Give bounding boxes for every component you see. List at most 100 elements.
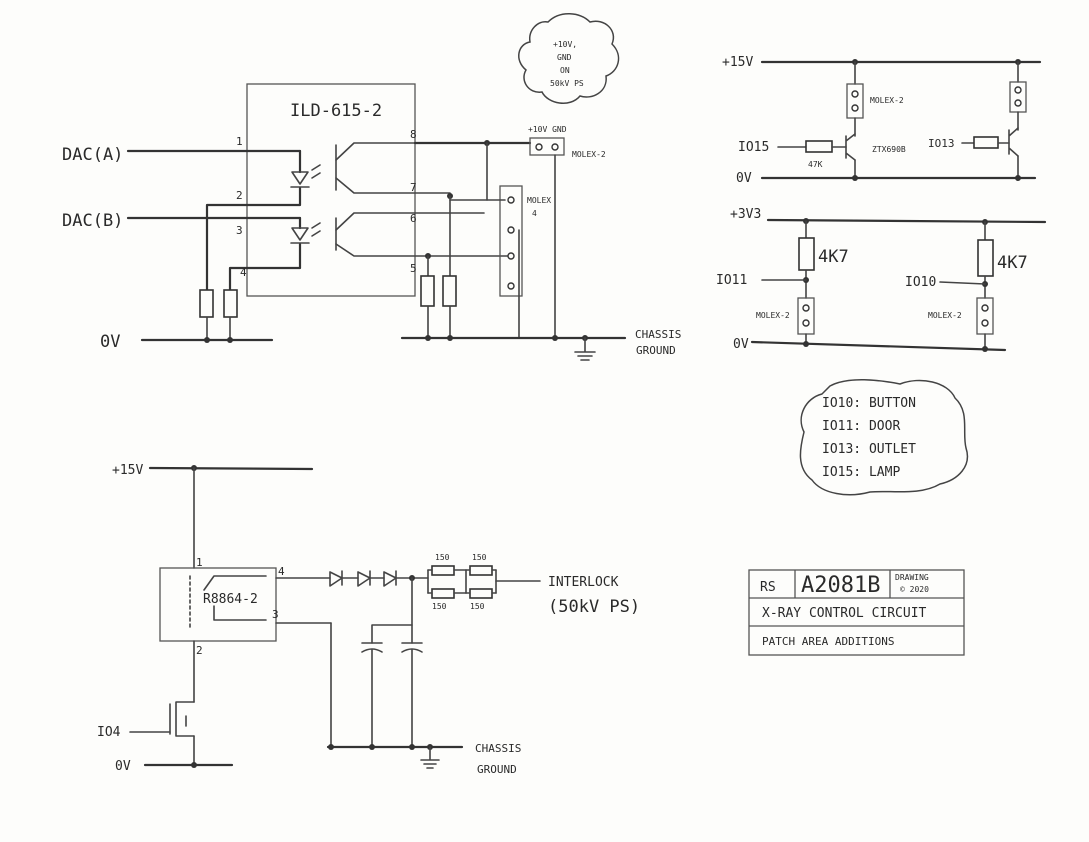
chassis-bottom-label-2: GROUND	[477, 763, 517, 776]
io4-mosfet	[175, 701, 195, 737]
v33-rail	[766, 218, 1047, 224]
phototransistor-b	[335, 212, 511, 257]
v15-rail-bottom	[148, 466, 314, 471]
dac-a-label: DAC(A)	[62, 145, 123, 165]
interlock-section: +15V 1 2 4 3 R8864-2 IO4 0V	[97, 463, 640, 776]
title-block: RS A2081B DRAWING © 2020 X-RAY CONTROL C…	[748, 569, 965, 656]
lamp-molex-2-connector	[846, 83, 864, 119]
interlock-label-2: (50kV PS)	[548, 597, 640, 617]
outlet-base-resistor	[973, 136, 999, 149]
ground-symbol-bottom	[420, 746, 440, 769]
title-initials: RS	[760, 580, 776, 595]
led-a-diode	[291, 171, 309, 185]
molex-2-label: MOLEX-2	[572, 150, 606, 159]
pin-7-label: 7	[410, 181, 417, 194]
power-connector-label: +10V GND	[528, 125, 567, 134]
pin-5-label: 5	[410, 262, 417, 275]
led-b-return-wire	[228, 216, 302, 292]
title-main: X-RAY CONTROL CIRCUIT	[762, 606, 927, 621]
button-molex-2-connector	[976, 297, 994, 335]
r-4k7-left-label: 4K7	[818, 247, 849, 267]
chassis-label-1: CHASSIS	[635, 328, 681, 341]
legend-io15: IO15: LAMP	[822, 465, 900, 480]
capacitor-2	[401, 642, 423, 653]
note-line-4: 50kV PS	[550, 79, 584, 88]
r150-label-1: 150	[435, 553, 450, 562]
pin-3-label: 3	[236, 224, 243, 237]
pin-1-label: 1	[236, 135, 243, 148]
io-legend: IO10: BUTTON IO11: DOOR IO13: OUTLET IO1…	[799, 378, 969, 496]
title-drawing-number: A2081B	[801, 573, 880, 598]
resistor-150-4	[469, 588, 493, 599]
pin-4-label: 4	[240, 266, 247, 279]
molex-4-label-a: MOLEX	[527, 196, 551, 205]
relay-r8864-2	[159, 567, 277, 642]
ov-label-top-left: 0V	[100, 332, 120, 352]
v15-label-right: +15V	[722, 55, 753, 70]
chassis-label-2: GROUND	[636, 344, 676, 357]
relay-pin-4: 4	[278, 565, 285, 578]
led-a-return-wire	[205, 149, 302, 292]
note-line-1: +10V,	[553, 40, 577, 49]
capacitor-1	[361, 642, 383, 653]
resistor-150-2	[469, 565, 493, 576]
power-molex-2-connector	[529, 137, 565, 156]
pullup-section: +3V3 0V 4K7 IO11 MOLEX-2 4K7 IO10 MOLEX-…	[716, 207, 1047, 352]
title-year: © 2020	[900, 585, 929, 594]
molex-left-label: MOLEX-2	[756, 311, 790, 320]
interlock-label-1: INTERLOCK	[548, 575, 619, 590]
door-molex-2-connector	[797, 297, 815, 335]
molex-right-label: MOLEX-2	[928, 311, 962, 320]
ov-label-right-b: 0V	[733, 337, 749, 352]
v33-label: +3V3	[730, 207, 761, 222]
io15-label: IO15	[738, 140, 769, 155]
cloud-outline	[518, 13, 620, 104]
legend-cloud-outline	[799, 378, 969, 496]
resistor-150-1	[431, 565, 455, 576]
led-a-emission-arrows	[311, 164, 321, 179]
driver-section: +15V 0V MOLEX-2 ZTX690B IO15 47K IO13	[722, 55, 1042, 186]
diode-2	[357, 570, 371, 587]
ov-label-bottom: 0V	[115, 759, 131, 774]
ild-615-2-chip-outline	[246, 83, 416, 297]
ground-symbol-top	[574, 337, 596, 361]
molex-label-right: MOLEX-2	[870, 96, 904, 105]
chassis-bottom-label-1: CHASSIS	[475, 742, 521, 755]
note-cloud: +10V, GND ON 50kV PS	[518, 13, 620, 104]
dac-b-label: DAC(B)	[62, 211, 123, 231]
pullup-resistor-left	[798, 237, 815, 271]
molex-4-label-b: 4	[532, 209, 537, 218]
r-4k7-right-label: 4K7	[997, 253, 1028, 273]
input-resistor-b	[223, 289, 238, 318]
title-drawing-word: DRAWING	[895, 573, 929, 582]
ov-label-right-a: 0V	[736, 171, 752, 186]
r150-label-4: 150	[470, 602, 485, 611]
phototransistor-a	[335, 142, 451, 194]
relay-pin-2: 2	[196, 644, 203, 657]
emitter-resistor-b	[442, 275, 457, 307]
led-b-diode	[291, 227, 309, 241]
resistor-150-3	[431, 588, 455, 599]
outlet-transistor	[1008, 127, 1019, 157]
ov-rail-right-b	[750, 340, 1007, 352]
pin-2-label: 2	[236, 189, 243, 202]
base-resistor-47k	[805, 140, 833, 153]
legend-io11: IO11: DOOR	[822, 419, 900, 434]
transistor-label: ZTX690B	[872, 145, 906, 154]
molex-4-connector	[499, 185, 523, 297]
legend-io10: IO10: BUTTON	[822, 396, 916, 411]
io10-label: IO10	[905, 275, 936, 290]
v15-label-bottom: +15V	[112, 463, 143, 478]
io13-label: IO13	[928, 137, 955, 150]
relay-contacts	[203, 575, 267, 621]
io11-label: IO11	[716, 273, 747, 288]
relay-label: R8864-2	[203, 592, 258, 607]
input-resistor-a	[199, 289, 214, 318]
pin-6-label: 6	[410, 212, 417, 225]
title-sub: PATCH AREA ADDITIONS	[762, 635, 894, 648]
io4-label: IO4	[97, 725, 121, 740]
pin-8-label: 8	[410, 128, 417, 141]
resistor-47k-label: 47K	[808, 160, 823, 169]
chip-label: ILD-615-2	[290, 101, 382, 121]
